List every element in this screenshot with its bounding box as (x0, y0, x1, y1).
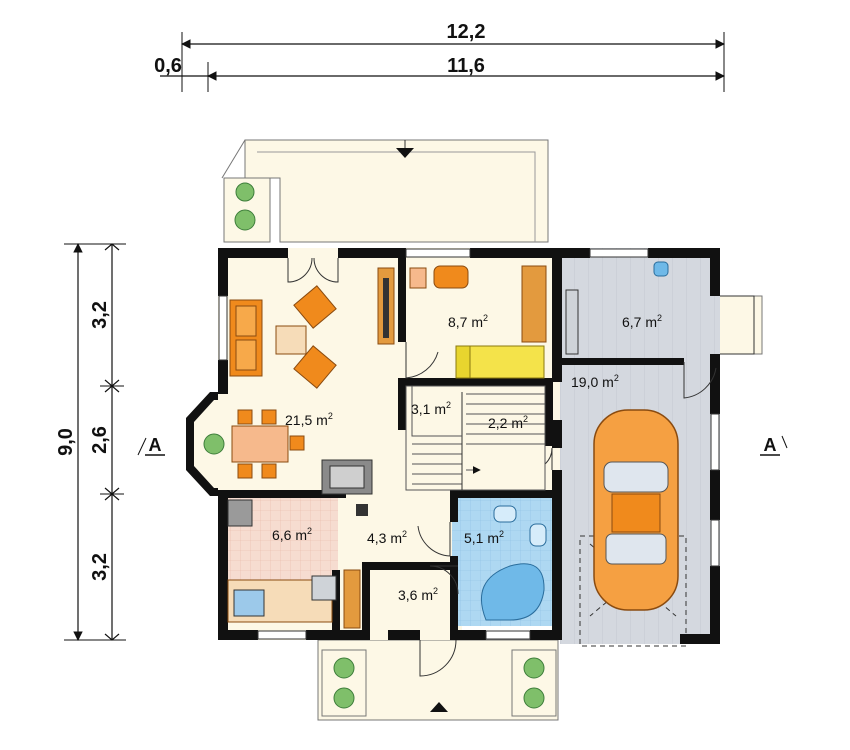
stove-icon (311, 575, 337, 601)
toilet-icon (529, 523, 547, 547)
section-label-left: A (149, 435, 162, 455)
wardrobe (343, 569, 361, 629)
wardrobe (521, 265, 547, 343)
fridge (227, 499, 253, 527)
armchair (293, 345, 337, 389)
dining-table (231, 425, 289, 463)
dim-left-seg-1: 3,2 (89, 301, 111, 329)
bedside-table (409, 267, 427, 289)
bathtub-icon (481, 563, 545, 621)
dim-top-main: 11,6 (447, 55, 485, 77)
top-dimensions: 12,2 0,6 11,6 (154, 21, 725, 92)
dim-left-seg-2: 2,6 (89, 426, 111, 454)
chair (433, 265, 469, 289)
section-mark-right: A (760, 435, 788, 456)
dim-left-total: 9,0 (55, 428, 77, 456)
plant-icon (235, 182, 255, 202)
section-mark-left: A (137, 435, 165, 456)
rear-terrace (221, 139, 549, 243)
car-icon (593, 409, 679, 611)
plant-icon (333, 687, 355, 709)
doors (287, 257, 755, 677)
plant-icon (523, 657, 545, 679)
furniture (203, 261, 669, 629)
walls (186, 248, 720, 644)
windows (218, 248, 720, 640)
plant-icon (333, 657, 355, 679)
room-area-garage: 19,0 m2 (571, 373, 619, 390)
plant-icon (234, 209, 256, 231)
dim-top-total: 12,2 (447, 21, 486, 43)
room-area-bathroom: 5,1 m2 (464, 529, 504, 546)
washbasin-icon (493, 505, 517, 523)
staircase (405, 385, 546, 491)
side-step (717, 295, 763, 355)
section-label-right: A (764, 435, 777, 455)
dim-top-offset: 0,6 (154, 55, 182, 77)
plant-icon (203, 433, 225, 455)
bed (455, 345, 545, 379)
coffee-table (275, 325, 307, 355)
left-dimensions: 9,0 3,2 2,6 3,2 (55, 243, 126, 641)
dim-left-seg-3: 3,2 (89, 553, 111, 581)
room-area-vestibule: 3,6 m2 (398, 586, 438, 603)
room-area-living: 21,5 m2 (285, 411, 333, 428)
room-area-bedroom: 8,7 m2 (448, 313, 488, 330)
room-area-hall: 4,3 m2 (367, 529, 407, 546)
armchair (293, 285, 337, 329)
rear-planter (223, 177, 271, 243)
chimney (356, 504, 368, 516)
boiler-cabinet (565, 289, 579, 355)
sink-icon (233, 589, 265, 617)
rear-entrance-arrow (396, 148, 414, 158)
room-area-stairs-a: 3,1 m2 (411, 400, 451, 417)
utility-sink-icon (653, 261, 669, 277)
room-labels: 21,5 m2 8,7 m2 6,7 m2 19,0 m2 3,1 m2 2,2… (272, 313, 662, 603)
front-terrace (317, 639, 559, 721)
front-entrance-arrow (430, 702, 448, 712)
room-area-stairs-b: 2,2 m2 (488, 414, 528, 431)
room-area-kitchen: 6,6 m2 (272, 526, 312, 543)
plant-icon (523, 687, 545, 709)
room-area-boiler: 6,7 m2 (622, 313, 662, 330)
